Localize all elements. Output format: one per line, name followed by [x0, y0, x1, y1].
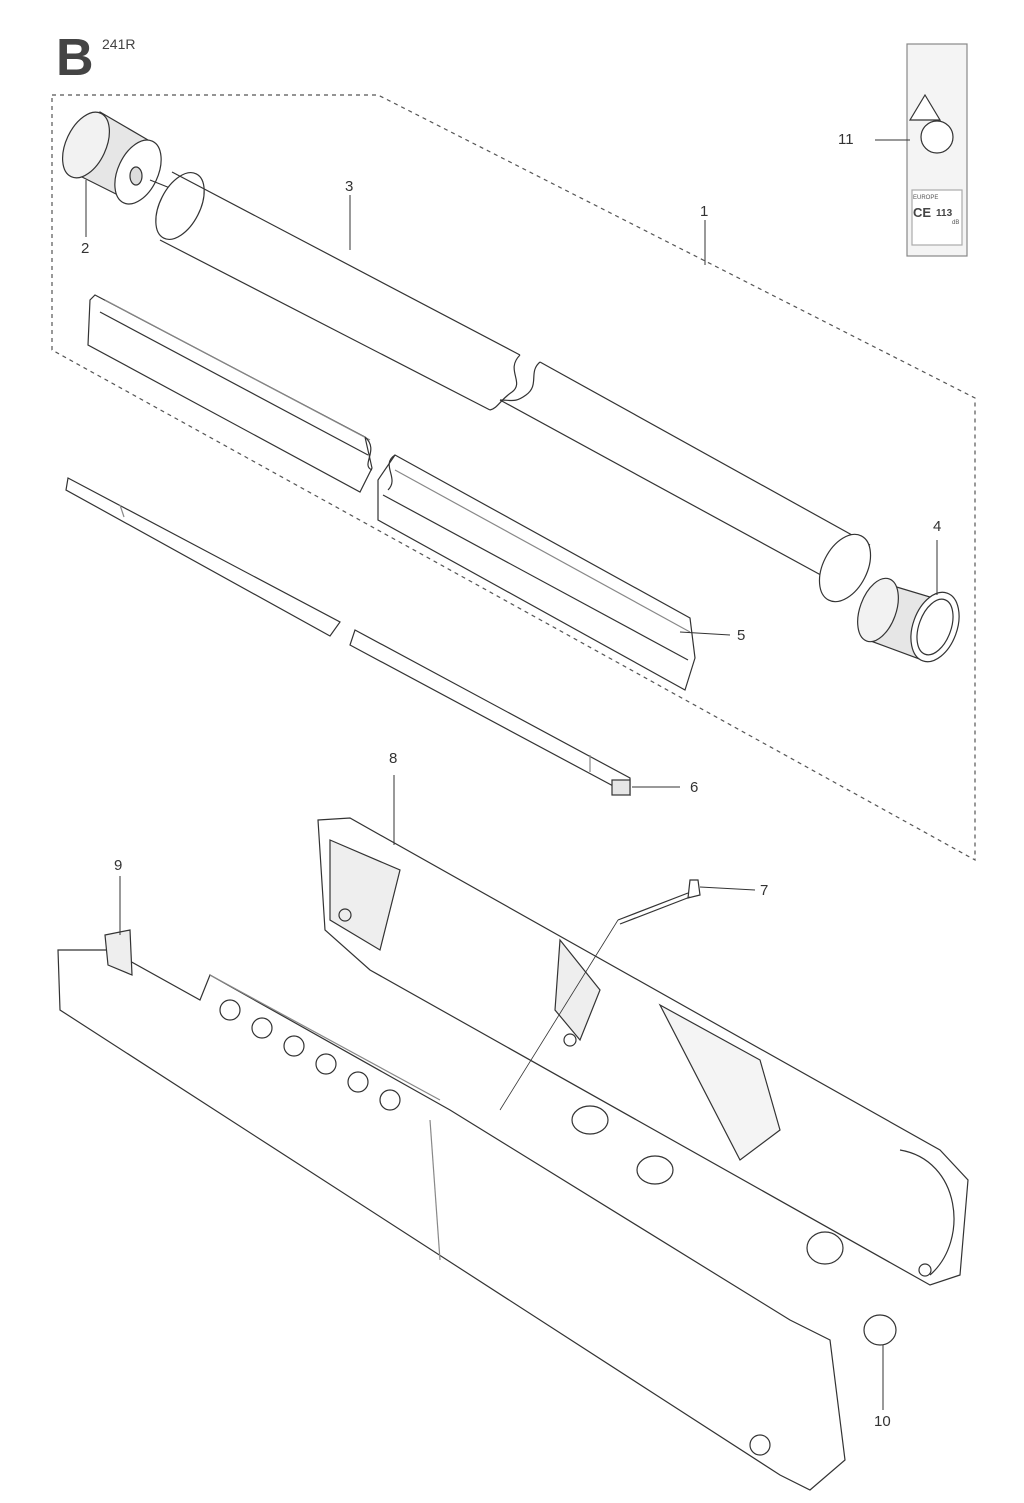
model-number: 241R	[102, 36, 136, 52]
callout-4: 4	[933, 518, 942, 535]
part-3-tube-upper	[155, 171, 521, 411]
part-5-liner-lower	[377, 454, 696, 691]
callout-3: 3	[345, 178, 354, 195]
callout-2: 2	[81, 240, 90, 257]
part-10-damper	[571, 1105, 897, 1346]
part-9-housing-lower	[57, 929, 846, 1491]
part-4-bushing	[857, 577, 960, 663]
part-3-tube-lower	[499, 361, 872, 603]
part-5-liner-upper	[87, 294, 373, 493]
callout-9: 9	[114, 857, 123, 874]
part-7-screw	[499, 879, 701, 1111]
decal-sound-level: 113	[936, 208, 953, 219]
callout-1: 1	[700, 203, 709, 220]
callout-7: 7	[760, 882, 769, 899]
callout-10: 10	[874, 1413, 891, 1430]
part-8-housing-upper	[317, 817, 969, 1286]
section-letter: B	[56, 29, 94, 87]
callout-5: 5	[737, 627, 746, 644]
decal-ce-mark: CE	[913, 205, 932, 220]
part-6-shaft-lower	[349, 629, 631, 797]
part-2-bushing	[62, 111, 176, 205]
callout-8: 8	[389, 750, 398, 767]
decal-brand: EUROPE	[913, 195, 939, 201]
assembly-1-boundary	[51, 94, 976, 862]
part-11-decal	[906, 43, 968, 257]
decal-sound-unit: dB	[952, 220, 960, 226]
callout-6: 6	[690, 779, 699, 796]
part-6-shaft-upper	[65, 477, 341, 637]
callout-11: 11	[838, 131, 854, 148]
leader-lines	[85, 139, 938, 1410]
